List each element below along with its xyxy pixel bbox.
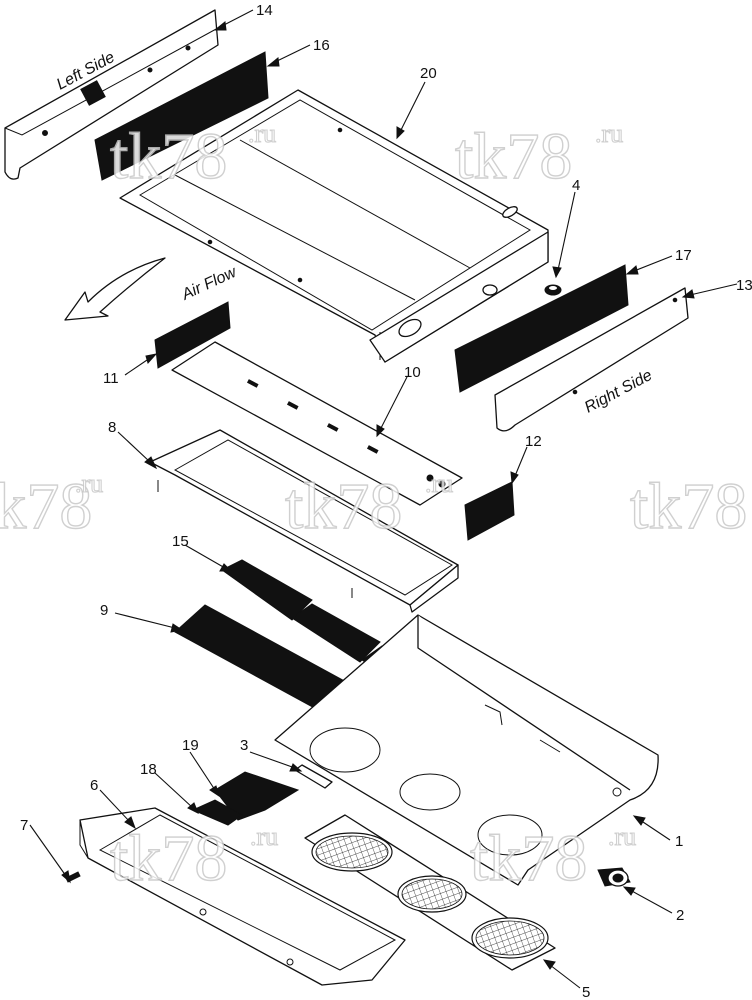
watermark-text: tk78 <box>0 470 92 543</box>
callout-7: 7 <box>20 817 28 834</box>
callout-12: 12 <box>525 433 542 450</box>
callout-13: 13 <box>736 277 752 294</box>
watermark-text: tk78 <box>285 470 402 543</box>
bracket-3 <box>294 764 333 789</box>
callout-6: 6 <box>90 777 98 794</box>
callout-17: 17 <box>675 247 692 264</box>
watermark-text: tk78 <box>470 822 587 895</box>
callout-2: 2 <box>676 907 684 924</box>
drain-fitting <box>597 867 631 887</box>
watermark-suffix: .ru <box>248 119 276 148</box>
watermark-text: tk78 <box>455 120 572 193</box>
callout-15: 15 <box>172 533 189 550</box>
callout-19: 19 <box>182 737 199 754</box>
right-gasket-strip <box>454 264 629 393</box>
left-gasket-strip <box>94 51 269 181</box>
callout-8: 8 <box>108 419 116 436</box>
callout-18: 18 <box>140 761 157 778</box>
grommet <box>544 284 562 296</box>
callout-numbers: 14 16 20 4 17 13 11 10 8 12 15 9 19 3 18… <box>20 2 752 1000</box>
air-flow-arrow-icon <box>64 257 166 321</box>
watermark-text: tk78 <box>630 470 747 543</box>
callout-16: 16 <box>313 37 330 54</box>
watermark-text: tk78 <box>110 822 227 895</box>
callout-9: 9 <box>100 602 108 619</box>
bottom-shroud <box>274 614 659 886</box>
main-frame <box>119 89 549 363</box>
watermarks: tk78 .ru tk78 .ru tk78 .ru tk78 .ru tk78… <box>0 118 748 895</box>
foam-block-12 <box>464 481 515 541</box>
callout-5: 5 <box>582 984 590 1000</box>
air-flow-label: Air Flow <box>179 263 241 304</box>
watermark-text: tk78 <box>110 120 227 193</box>
callout-20: 20 <box>420 65 437 82</box>
clip-18 <box>191 799 243 826</box>
watermark-suffix: .ru <box>425 469 453 498</box>
watermark-suffix: .ru <box>75 469 103 498</box>
callout-1: 1 <box>675 833 683 850</box>
foam-block-11 <box>154 301 231 369</box>
watermark-suffix: .ru <box>608 822 636 851</box>
callout-3: 3 <box>240 737 248 754</box>
callout-11: 11 <box>103 370 119 387</box>
watermark-suffix: .ru <box>250 822 278 851</box>
watermark-suffix: .ru <box>595 119 623 148</box>
callout-14: 14 <box>256 2 273 19</box>
callout-4: 4 <box>572 177 580 194</box>
leader-lines <box>29 9 738 989</box>
callout-10: 10 <box>404 364 421 381</box>
bottom-tray <box>79 807 406 986</box>
grille-panel <box>304 814 556 971</box>
perforated-plate <box>171 341 463 506</box>
drain-pan <box>149 429 459 613</box>
